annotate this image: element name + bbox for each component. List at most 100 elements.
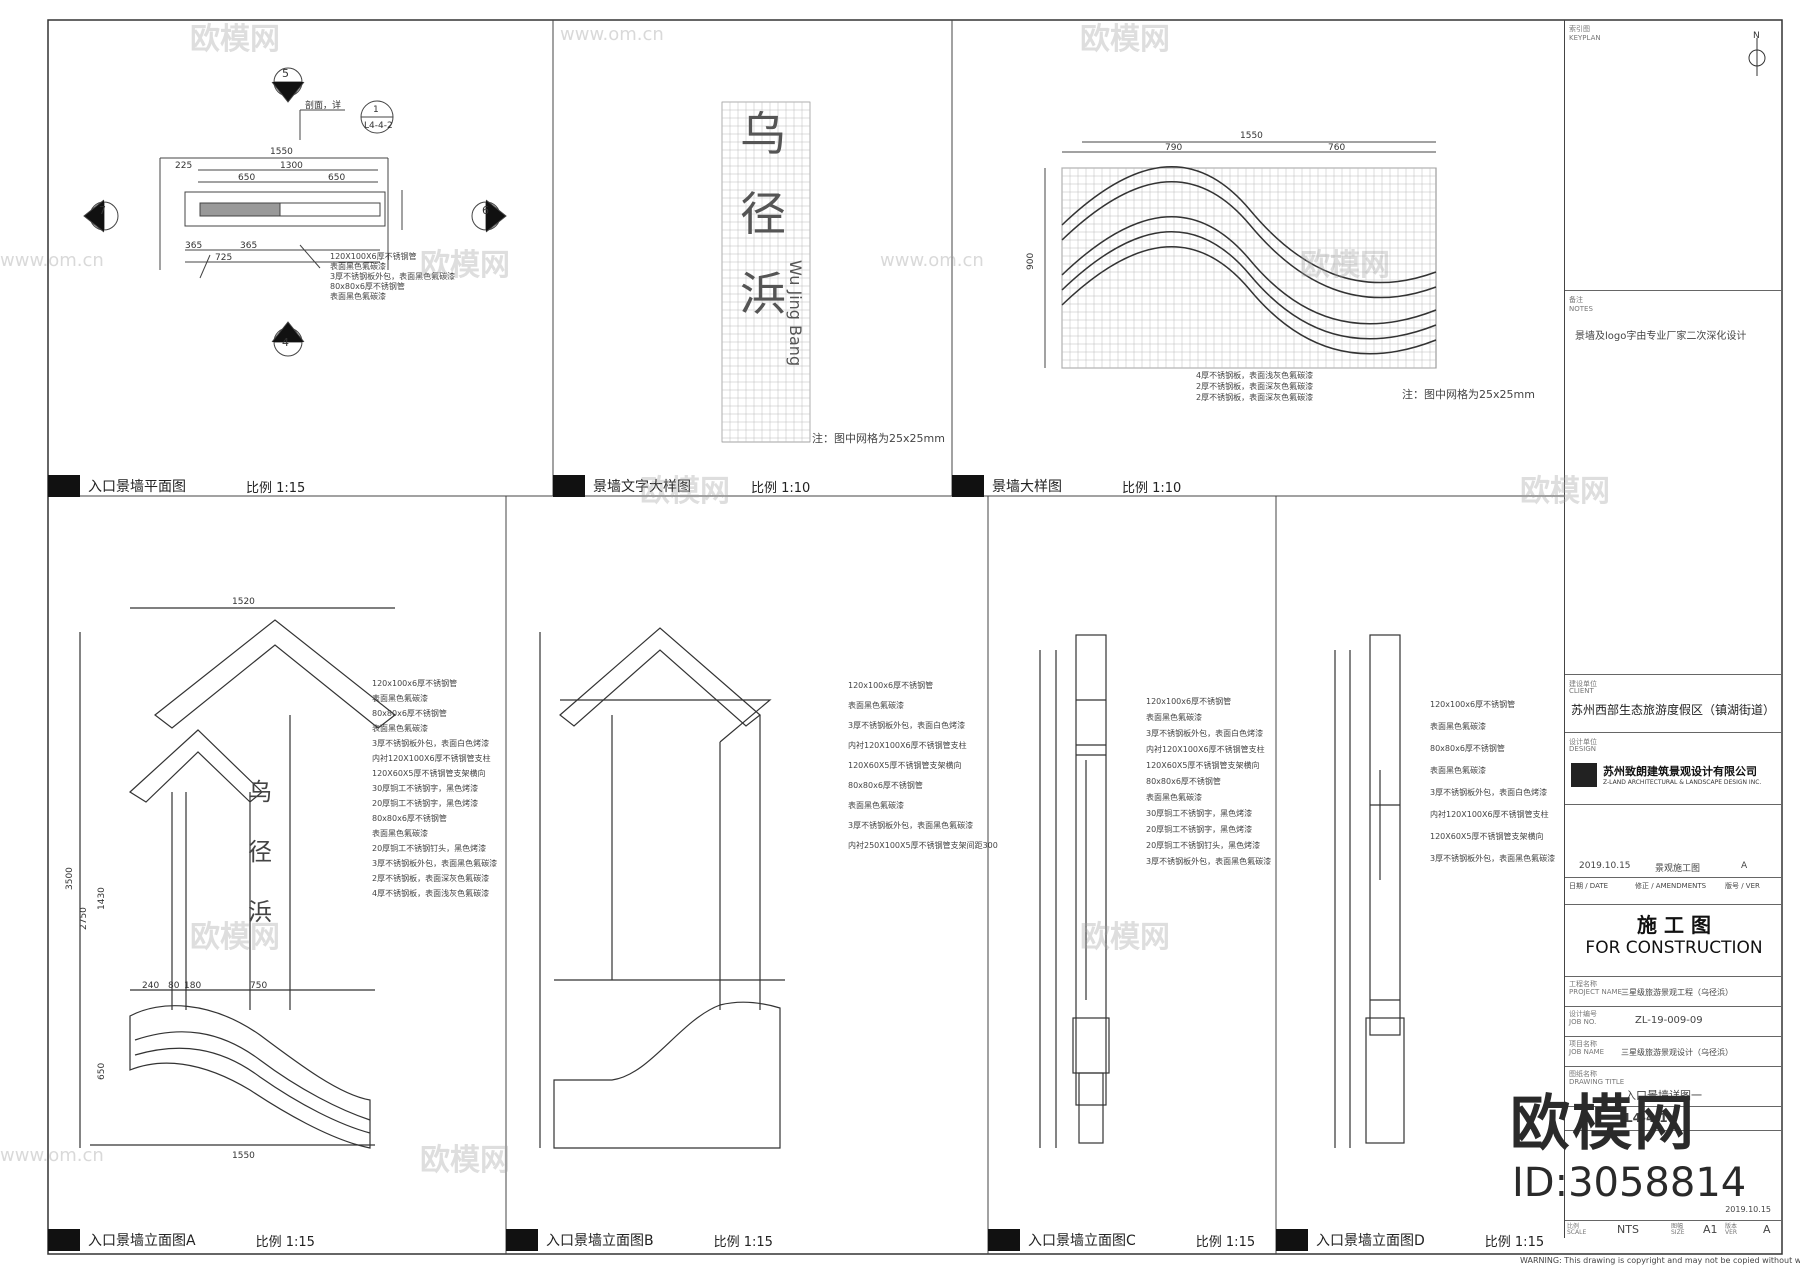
dim-bot1: 365 [185, 241, 202, 251]
watermark-url: www.om.cn [880, 250, 984, 271]
tb-rev-head-date: 日期 / DATE [1569, 882, 1609, 890]
callout-note: 内衬250X100X5厚不锈钢管支架间距300 [848, 841, 998, 850]
callout-note: 120X60X5厚不锈钢管支架横向 [372, 769, 486, 778]
tb-project: 工程名称 PROJECT NAME 三星级旅游景观工程（乌径浜） [1565, 976, 1783, 1007]
dim-bot2: 365 [240, 241, 257, 251]
tb-design: 设计单位 DESIGN 苏州致朗建筑景观设计有限公司 Z-LAND ARCHIT… [1565, 732, 1783, 805]
callout-note: 2厚不锈钢板，表面深灰色氟碳漆 [1196, 393, 1314, 402]
tb-project: 三星级旅游景观工程（乌径浜） [1621, 988, 1733, 997]
elev-c-scale: 比例 1:15 [1195, 1234, 1256, 1250]
callout-note: 120x100x6厚不锈钢管 [1146, 697, 1232, 706]
tb-item: 项目名称 JOB NAME 三星级旅游景观设计（乌径浜） [1565, 1036, 1783, 1067]
a-dim-bottom: 1550 [232, 1151, 255, 1161]
tb-revisions: 2019.10.15 景观施工图 A 日期 / DATE 修正 / AMENDM… [1565, 804, 1783, 895]
callout-note: 3厚不锈钢板外包，表面黑色氟碳漆 [372, 859, 498, 868]
marker-7: 7 [99, 204, 106, 217]
callout-note: 表面黑色氟碳漆 [372, 694, 428, 703]
callout-note: 20厚铜工不锈钢字，黑色烤漆 [372, 799, 479, 808]
callout-note: 80x80x6厚不锈钢管 [372, 709, 447, 718]
tb-rev-date: 2019.10.15 [1579, 861, 1631, 871]
tb-rev-head-ver: 版号 / VER [1725, 882, 1760, 890]
callout-note: 表面黑色氟碳漆 [1146, 793, 1202, 802]
elev-a-scale: 比例 1:15 [255, 1234, 315, 1250]
grid-note-text: 注：图中网格为25x25mm [812, 432, 945, 445]
tb-date: 2019.10.15 [1565, 1130, 1783, 1221]
elev-b-title: 入口景墙立面图B [546, 1233, 654, 1249]
callout-note: 20厚铜工不锈钢钉头，黑色烤漆 [1146, 841, 1261, 850]
callout-note: 120X60X5厚不锈钢管支架横向 [1146, 761, 1260, 770]
dim-left: 225 [175, 161, 192, 171]
tb-stage-en: FOR CONSTRUCTION [1585, 938, 1763, 958]
callout-note: 内衬120X100X6厚不锈钢管支柱 [1430, 810, 1549, 819]
dim-inner: 1300 [280, 161, 303, 171]
tb-client-en: CLIENT [1569, 687, 1594, 695]
callout-note: 120x100x6厚不锈钢管 [848, 681, 934, 690]
callout-note: 3厚不锈钢板外包，表面白色烤漆 [1430, 788, 1548, 797]
tb-notes-label: 备注 [1569, 296, 1583, 304]
section-ref: 剖面，详 [305, 99, 341, 111]
tb-rev-ver: A [1741, 861, 1748, 871]
grid-lines-2 [1061, 167, 1436, 369]
callout-note: 表面黑色氟碳漆 [372, 829, 428, 838]
wave-bands [1061, 166, 1437, 355]
tb-scale-row: 比例 SCALE NTS 图幅 SIZE A1 版本 VER A [1565, 1220, 1783, 1239]
dim-seg2: 650 [328, 173, 345, 183]
callout-note: 80x80x6厚不锈钢管 [330, 282, 405, 291]
panel-title-text-detail: 景墙文字大样图 比例 1:10 [553, 474, 810, 498]
tb-scale: NTS [1617, 1223, 1639, 1236]
tb-client: 建设单位 CLIENT 苏州西部生态旅游度假区（镇湖街道） [1565, 674, 1783, 733]
watermark-text: 欧模网 [1300, 248, 1390, 283]
panel-title-elev-b: 入口景墙立面图B 比例 1:15 [506, 1228, 773, 1252]
glyph-3: 浜 [740, 267, 786, 321]
elev-d-drawing [1334, 634, 1405, 1148]
callout-note: 表面黑色氟碳漆 [848, 701, 904, 710]
calligraphy-glyphs: 乌 径 浜 [740, 107, 786, 321]
tb-company: 苏州致朗建筑景观设计有限公司 [1603, 765, 1757, 778]
elev-d-scale: 比例 1:15 [1484, 1234, 1545, 1250]
tb-design-en: DESIGN [1569, 745, 1596, 753]
callout-note: 4厚不锈钢板，表面浅灰色氟碳漆 [1196, 371, 1314, 380]
callout-note: 3厚不锈钢板外包，表面黑色氟碳漆 [848, 821, 974, 830]
callout-note: 3厚不锈钢板外包，表面白色烤漆 [848, 721, 966, 730]
marker-4: 4 [282, 336, 289, 349]
callout-note: 内衬120X100X6厚不锈钢管支柱 [848, 741, 967, 750]
watermark-text: 欧模网 [1520, 474, 1610, 509]
svg-text:乌: 乌 [248, 778, 272, 806]
tb-design-label: 设计单位 [1569, 738, 1597, 746]
callout-note: 80x80x6厚不锈钢管 [1430, 744, 1505, 753]
tb-stage: 施 工 图 FOR CONSTRUCTION [1565, 904, 1783, 971]
plan-dimension-labels: 1550 1300 225 650 650 365 365 725 5 4 7 … [99, 67, 489, 349]
callout-note: 80x80x6厚不锈钢管 [1146, 777, 1221, 786]
a-dim-b4: 750 [250, 981, 267, 991]
panel-title-elev-a: 入口景墙立面图A 比例 1:15 [48, 1228, 315, 1252]
wave-overall: 1550 [1240, 131, 1263, 141]
elev-b-notes: 120x100x6厚不锈钢管表面黑色氟碳漆 3厚不锈钢板外包，表面白色烤漆内衬12… [848, 676, 998, 856]
svg-text:N: N [1753, 31, 1760, 41]
watermark-url: www.om.cn [0, 250, 104, 271]
callout-note: 3厚不锈钢板外包，表面黑色氟碳漆 [330, 272, 456, 281]
glyph-2: 径 [740, 187, 786, 241]
a-dim-top: 1520 [232, 597, 255, 607]
panel-title-wave: 景墙大样图 比例 1:10 [952, 474, 1181, 498]
marker-5: 5 [282, 67, 289, 80]
callout-note: 4厚不锈钢板，表面浅灰色氟碳漆 [372, 889, 490, 898]
callout-note: 3厚不锈钢板外包，表面白色烤漆 [372, 739, 490, 748]
svg-text:浜: 浜 [248, 898, 272, 926]
dim-seg1: 650 [238, 173, 255, 183]
tb-job-label: 设计编号 [1569, 1010, 1597, 1018]
tb-project-label: 工程名称 [1569, 980, 1597, 988]
callout-note: 表面黑色氟碳漆 [330, 292, 386, 301]
watermark-id: ID:3058814 [1512, 1160, 1747, 1206]
watermark-brand-large: 欧模网 [1510, 1089, 1696, 1159]
tb-company-en: Z-LAND ARCHITECTURAL & LANDSCAPE DESIGN … [1603, 779, 1762, 786]
tb-sheet: L4-4-1 [1565, 1106, 1783, 1131]
pinyin-vertical: Wu Jing Bang [786, 260, 805, 366]
callout-note: 2厚不锈钢板，表面深灰色氟碳漆 [372, 874, 490, 883]
watermark-text: 欧模网 [640, 474, 730, 509]
tb-drawing-en: DRAWING TITLE [1569, 1078, 1625, 1086]
tb-ver: A [1763, 1223, 1771, 1236]
